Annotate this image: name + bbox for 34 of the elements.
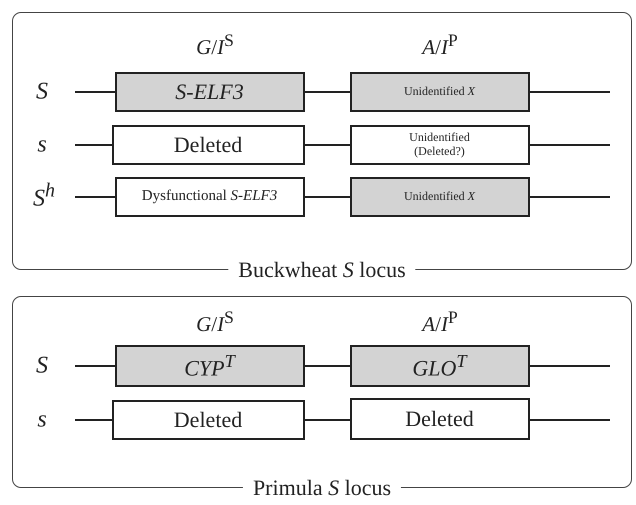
gene-label: Dysfunctional S-ELF3	[142, 188, 278, 206]
connector-line	[305, 419, 350, 421]
gene-label: Deleted	[174, 406, 242, 432]
connector-line	[305, 144, 350, 146]
gene-box	[350, 398, 530, 440]
gene-box	[350, 344, 530, 386]
gene-label: CYP$^{T}$	[184, 350, 235, 380]
connector-line	[305, 196, 350, 198]
allele-label: S	[36, 352, 48, 380]
gene-box	[112, 124, 304, 164]
column-heading: A/I$^{P}$	[422, 30, 458, 60]
gene-label: Deleted	[405, 406, 474, 432]
gene-label: Unidentified X	[404, 190, 475, 204]
allele-label: S$^{h}$	[33, 180, 55, 212]
connector-line	[305, 91, 350, 93]
column-heading: G/I$^{S}$	[196, 307, 234, 337]
gene-label: Unidentified X	[404, 84, 475, 98]
column-heading: A/I$^{P}$	[422, 307, 458, 337]
gene-box	[350, 176, 530, 216]
gene-label: Deleted	[174, 132, 242, 158]
allele-label: s	[37, 406, 47, 434]
gene-label: Unidentified (Deleted?)	[408, 130, 471, 158]
allele-label: S	[36, 78, 48, 106]
gene-box	[350, 124, 530, 164]
gene-box	[350, 72, 530, 112]
connector-line	[305, 365, 350, 367]
gene-box	[112, 400, 304, 440]
gene-box	[114, 72, 304, 112]
gene-label: GLO$^{T}$	[412, 350, 467, 380]
gene-box	[114, 176, 304, 216]
gene-label: S-ELF3	[175, 78, 244, 104]
column-heading: G/I$^{S}$	[196, 30, 234, 60]
gene-box	[114, 344, 304, 386]
allele-label: s	[37, 132, 47, 158]
